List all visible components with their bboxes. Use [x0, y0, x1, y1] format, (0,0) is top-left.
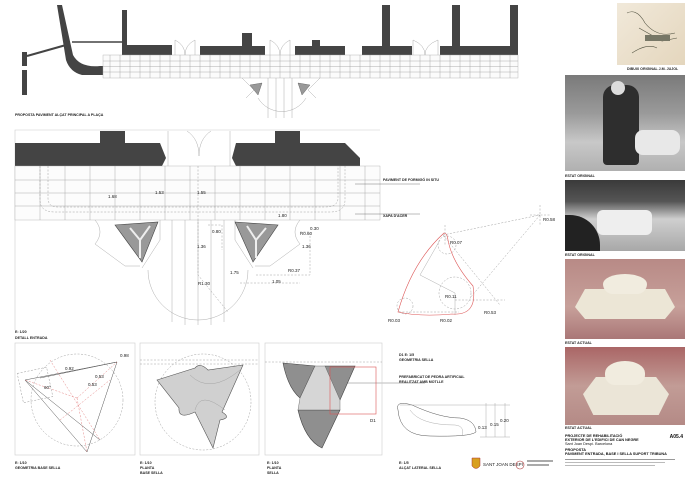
- svg-text:1.68: 1.68: [108, 194, 117, 199]
- original-sketch-image: [617, 3, 685, 65]
- panel-2-title: PLANTA: [140, 466, 155, 470]
- detail-scale: E: 1/20: [15, 330, 27, 334]
- panel-plan-base: [139, 342, 260, 456]
- svg-text:0.80: 0.80: [212, 229, 221, 234]
- svg-text:0.15: 0.15: [490, 422, 499, 427]
- title-block: PROJECTE DE REHABILITACIÓ EXTERIOR DE L'…: [565, 434, 685, 466]
- svg-text:R0.58: R0.58: [543, 217, 556, 222]
- svg-text:1.53: 1.53: [155, 190, 164, 195]
- drawing-title: PAVIMENT ENTRADA, BASE I SELLA SUPORT TR…: [565, 452, 667, 456]
- paving-label: PAVIMENT DE FORMIGÓ IN SITU: [383, 177, 439, 182]
- section-label: PROPOSTA: [565, 448, 587, 452]
- panel-geometry-base: 0.92 0.53 0.53 0.98 60°: [14, 342, 136, 456]
- photo-caption-4: ESTAT ACTUAL: [565, 341, 592, 345]
- svg-text:0.53: 0.53: [95, 374, 104, 379]
- svg-text:0.98: 0.98: [120, 353, 129, 358]
- panel-2-subtitle: BASE SELLA: [140, 471, 163, 475]
- project-title-line-1: PROJECTE DE REHABILITACIÓ: [565, 434, 623, 438]
- svg-text:1.36: 1.36: [302, 244, 311, 249]
- svg-text:1.55: 1.55: [197, 190, 206, 195]
- panel-3-scale: E: 1/10: [267, 461, 279, 465]
- detail-dimensions: 1.68 1.53 1.55 1.80 0.80 1.36 0.30 R0.60…: [108, 190, 319, 286]
- project-location: Sant Joan Despí. Barcelona: [565, 442, 613, 446]
- panel-4-title: ALÇAT LATERAL SELLA: [399, 466, 442, 470]
- svg-text:0.53: 0.53: [88, 382, 97, 387]
- current-state-photo-1: [565, 259, 685, 339]
- detail-title: DETALL ENTRADA: [15, 336, 48, 340]
- svg-text:SANT JOAN DESPÍ: SANT JOAN DESPÍ: [483, 461, 524, 467]
- svg-text:0.30: 0.30: [310, 226, 319, 231]
- svg-text:D1: D1: [370, 418, 376, 423]
- current-state-photo-2: [565, 347, 685, 425]
- geometry-title: GEOMETRIA SELLA: [399, 358, 434, 362]
- svg-text:R0.53: R0.53: [484, 310, 497, 315]
- svg-text:R0.02: R0.02: [440, 318, 453, 323]
- panel-4-scale: E: 1/5: [399, 461, 409, 465]
- steel-plate-label: XAPA D'ACER: [383, 214, 408, 218]
- svg-text:60°: 60°: [44, 385, 51, 390]
- panel-3-subtitle: SELLA: [267, 471, 279, 475]
- panel-1-title: GEOMETRIA BASE SELLA: [15, 466, 61, 470]
- photo-caption-3: ESTAT ORIGINAL: [565, 253, 595, 257]
- detail-plan-drawing: [14, 129, 420, 330]
- material-note-1: PREFABRICAT DE PEDRA ARTIFICIAL: [399, 375, 465, 379]
- svg-text:1.36: 1.36: [197, 244, 206, 249]
- svg-text:0.13: 0.13: [478, 425, 487, 430]
- svg-text:R0.07: R0.07: [450, 240, 463, 245]
- geometry-radii: R0.58 R0.07 R0.11 R0.03 R0.02 R0.53: [388, 217, 556, 323]
- svg-text:R0.37: R0.37: [288, 268, 301, 273]
- original-state-photo-2: [565, 180, 685, 251]
- panel-3-title: PLANTA: [267, 466, 282, 470]
- svg-text:R0.03: R0.03: [388, 318, 401, 323]
- sheet-number: A05.4: [669, 434, 683, 440]
- panel-2-scale: E: 1/10: [140, 461, 152, 465]
- material-note-2: REALITZAT AMB MOTLLE: [399, 380, 444, 384]
- svg-text:1.80: 1.80: [278, 213, 287, 218]
- svg-text:R0.60: R0.60: [300, 231, 313, 236]
- photo-caption-5: ESTAT ACTUAL: [565, 426, 592, 430]
- elevation-drawing: [22, 5, 519, 118]
- heritage-logo: [515, 460, 553, 470]
- original-state-photo-1: [565, 75, 685, 171]
- panel-plan-saddle: D1: [264, 342, 383, 456]
- svg-text:0.92: 0.92: [65, 366, 74, 371]
- svg-text:1.75: 1.75: [230, 270, 239, 275]
- svg-text:0.20: 0.20: [500, 418, 509, 423]
- photo-caption-2: ESTAT ORIGINAL: [565, 174, 595, 178]
- project-title-line-2: EXTERIOR DE L'EDIFICI DE CAN NEGRE: [565, 438, 639, 442]
- municipality-logo: SANT JOAN DESPÍ: [471, 457, 524, 469]
- svg-text:R0.11: R0.11: [445, 294, 457, 299]
- elevation-caption: PROPOSTA PAVIMENT ALÇAT PRINCIPAL A PLAÇ…: [15, 113, 104, 117]
- panel-side-elevation: 0.13 0.15 0.20: [397, 403, 510, 438]
- saddle-geometry-drawing: [396, 205, 550, 316]
- geometry-scale: D1 E: 1/5: [399, 353, 414, 357]
- svg-text:R1.30: R1.30: [198, 281, 211, 286]
- photo-caption-1: DIBUIX ORIGINAL J.M. JUJOL: [627, 67, 679, 71]
- panel-1-scale: E: 1/10: [15, 461, 27, 465]
- svg-text:1.05: 1.05: [272, 279, 281, 284]
